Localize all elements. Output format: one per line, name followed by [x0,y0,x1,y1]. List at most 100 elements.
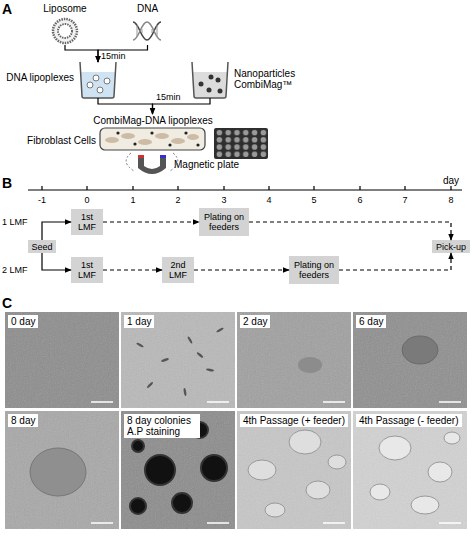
beaker-node: Nanoparticles CombiMag™ [190,62,230,98]
node-text: 8 day colonies A.P staining [124,414,200,438]
node-text: 2 day [240,315,270,328]
micrograph-panel: 0 day [5,312,119,408]
node-text: DNA lipoplexes [0,72,74,83]
node-text: Plating on feeders [291,260,337,280]
micrograph [411,496,439,514]
flow-arrow [42,253,71,270]
flow-arrow [42,222,71,240]
panel-letter: A [2,2,12,17]
micrograph [237,312,351,408]
micrograph [353,411,467,529]
micrograph [172,493,192,513]
node-text: Fibroblast Cells [20,135,96,146]
micrograph [265,503,285,517]
micrograph [328,455,346,469]
node-text: 4th Passage (- feeder) [356,414,462,427]
node-text: DNA [120,3,175,14]
micrograph [5,312,119,408]
dna-icon [133,22,161,40]
liposome-icon [53,19,77,43]
micrograph-panel: 4th Passage (- feeder) [353,411,467,529]
beaker-nanoparticle [192,62,228,98]
tick-label: 7 [395,195,415,205]
micrograph [121,312,235,408]
beaker-lipoplex [81,72,115,98]
micrograph [5,312,119,408]
row-label: 2 LMF [2,265,28,275]
node-text: Plating on feeders [201,212,247,232]
tick-label: 5 [304,195,324,205]
row-label: 1 LMF [2,217,28,227]
culture-dish [196,143,199,146]
beaker-nanoparticle [199,82,204,87]
step-box: 2nd LMF [162,257,194,283]
dna-icon [133,22,161,40]
culture-dish [105,137,119,143]
micrograph [353,312,467,408]
reagent-icon: DNA [120,3,175,45]
micrograph [187,336,193,344]
magnet-icon [160,155,166,158]
node-text: CombiMag-DNA lipoplexes [88,115,218,126]
beaker-node: DNA lipoplexes [78,62,118,98]
micrograph-panel: 2 day [237,312,351,408]
step-box: 1st LMF [71,257,103,283]
micrograph [145,455,175,485]
beaker-lipoplex [80,62,116,98]
tick-label: 4 [259,195,279,205]
micrograph [121,411,235,529]
micrograph [248,460,276,480]
culture-dish [121,133,135,139]
micrograph [444,432,460,444]
culture-dish [155,133,169,139]
node-text: 0 day [8,315,38,328]
timeline-axis [28,189,462,190]
timeline-axis [42,186,451,190]
beaker-nanoparticle [192,62,228,98]
node-text: 1 day [124,315,154,328]
micrograph [298,357,322,373]
flow-arrow [103,269,162,270]
tick-label: -1 [32,195,52,205]
beaker-lipoplex [87,82,93,88]
tick-label: 1 [123,195,143,205]
micrograph [323,401,345,403]
magnet-icon [126,153,134,171]
micrograph [370,484,390,500]
micrograph [439,522,461,524]
beaker-lipoplex [93,75,99,81]
beaker-nanoparticle [218,89,223,94]
micrograph [323,522,345,524]
beaker-nanoparticle [207,88,212,93]
flow-arrow [194,269,289,270]
micrograph-panel: 8 day [5,411,119,529]
micrograph [353,411,467,529]
culture-dish [150,131,153,134]
node-text: Pick-up [436,242,466,252]
culture-dish [184,131,187,134]
micrograph-panel: 8 day colonies A.P staining [121,411,235,529]
micrograph [121,411,235,529]
panel-letter: B [2,176,12,191]
step-box: 1st LMF [71,209,103,235]
micrograph [237,312,351,408]
liposome-icon [58,24,72,38]
micrograph [183,388,187,396]
flow-arrow [65,45,98,62]
culture-dish [100,128,205,150]
micrograph [379,436,411,460]
step-box: Plating on feeders [199,208,249,236]
micrograph [132,440,144,452]
culture-dish [168,143,171,146]
flow-arrow [103,221,199,222]
node-text: 2nd LMF [164,260,192,280]
culture-dish [187,134,199,140]
beaker-nanoparticle [193,72,227,98]
micrograph [237,411,351,529]
micrograph [5,312,119,408]
micrograph [207,401,229,403]
micrograph [136,342,144,348]
micrograph [121,411,235,529]
reagent-icon: Liposome [35,3,95,45]
